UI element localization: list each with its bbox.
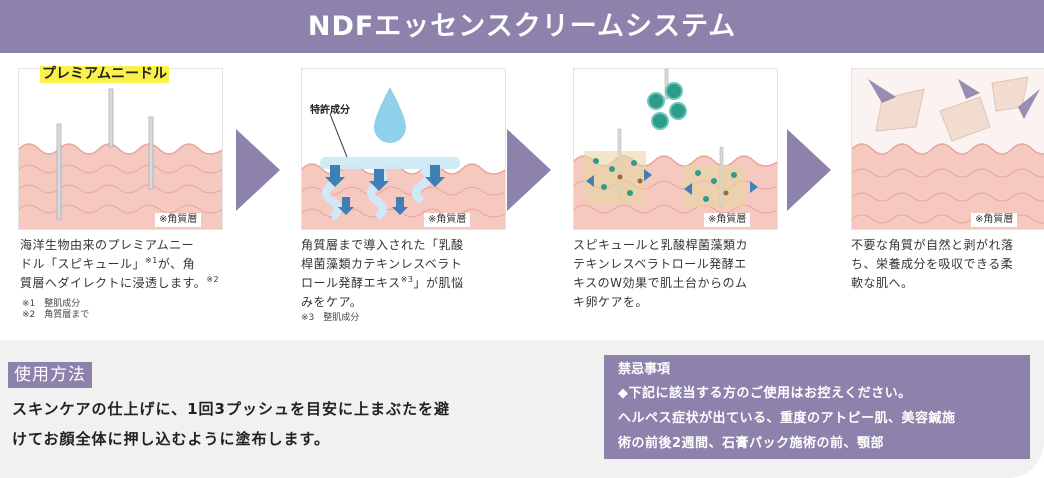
step-arrow-icon [787,129,831,211]
contraindications-box: 禁忌事項 ◆下記に該当する方のご使用はお控えください。 ヘルペス症状が出ている、… [604,355,1030,459]
step-arrow-icon [236,129,280,211]
step-3-illustration [573,68,778,230]
step-1-illustration [18,68,223,230]
stratum-tag: ※角質層 [424,213,471,227]
stratum-tag: ※角質層 [704,213,751,227]
serum-drop-icon [374,87,406,143]
footnote: ※2 角質層まで [22,310,90,320]
footnote: ※3 整肌成分 [301,313,360,323]
contraindications-line: ヘルペス症状が出ている、重度のアトピー肌、美容鍼施 [618,411,956,426]
step-2-description: 角質層まで導入された「乳酸 桿菌藻類カテキンレスベラト ロール発酵エキス※3」が… [301,238,464,309]
step-4-description: 不要な角質が自然と剥がれ落 ち、栄養成分を吸収できる柔 軟な肌へ。 [851,238,1014,290]
molecule-cluster-icon [647,82,687,130]
contraindications-heading: 禁忌事項 [618,362,671,377]
exfoliation-illustration [852,69,1044,229]
contraindications-line: 術の前後2週間、石膏パック施術の前、顎部 [618,436,885,451]
double-effect-illustration [574,69,777,229]
serum-penetration-illustration [302,69,505,229]
contraindications-line: ◆下記に該当する方のご使用はお控えください。 [618,386,912,401]
needle-2 [108,88,114,148]
usage-text-line: スキンケアの仕上げに、1回3プッシュを目安に上まぶたを避 [12,400,450,418]
step-2-illustration [301,68,506,230]
skin-needle-illustration [19,69,222,229]
stratum-tag: ※角質層 [971,213,1018,227]
needle-1 [56,123,62,220]
stratum-tag: ※角質層 [155,213,202,227]
page-banner: NDFエッセンスクリームシステム [0,0,1044,53]
patent-ingredient-label: 特許成分 [310,105,350,116]
step-3-description: スピキュールと乳酸桿菌藻類カ テキンレスベラトロール発酵エ キスのW効果で肌土台… [573,238,749,309]
step-4-illustration [851,68,1044,230]
usage-heading: 使用方法 [8,362,92,388]
step-1-description: 海洋生物由来のプレミアムニー ドル「スピキュール」※1が、角 質層へダイレクトに… [20,238,220,290]
premium-needle-label: プレミアムニードル [40,66,170,83]
step-arrow-icon [507,129,551,211]
needle-3 [148,116,154,190]
usage-text-line: けてお顔全体に押し込むように塗布します。 [12,430,331,448]
footnote: ※1 整肌成分 [22,299,81,309]
